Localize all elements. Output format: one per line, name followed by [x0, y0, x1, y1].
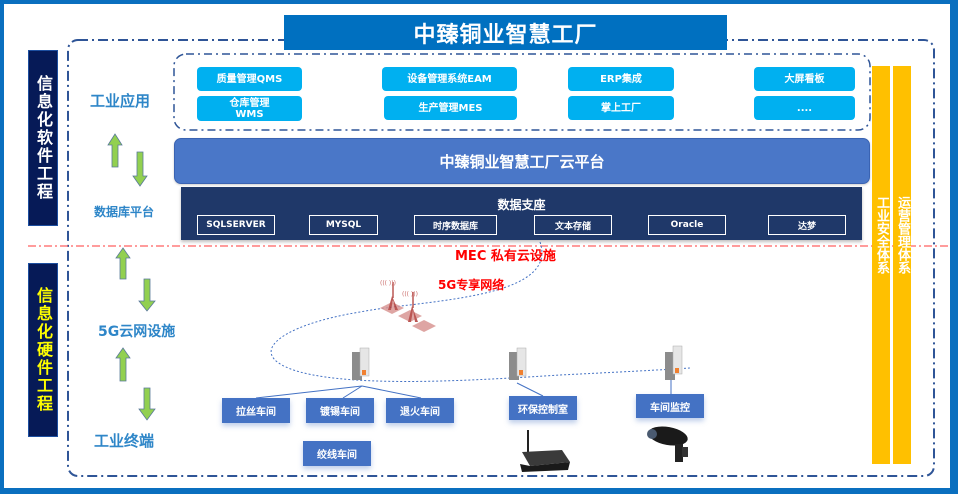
layer-label-5g-network: 5G云网设施: [98, 324, 176, 340]
workshop-stranding: 绞线车间: [303, 441, 371, 466]
app-qms-button[interactable]: 质量管理QMS: [197, 67, 302, 91]
db-item-tsdb: 时序数据库: [414, 215, 497, 235]
pillar-security-text: 工业安全体系: [874, 196, 889, 274]
db-item-oracle: Oracle: [648, 215, 726, 235]
app-erp-button[interactable]: ERP集成: [568, 67, 674, 91]
pillar-industrial-security: 工业安全体系: [872, 66, 890, 464]
db-item-dameng: 达梦: [768, 215, 846, 235]
5g-network-label: 5G专享网络: [438, 278, 505, 292]
pillar-operations-management: 运营管理体系: [893, 66, 911, 464]
app-wms-button[interactable]: 仓库管理 WMS: [197, 96, 302, 121]
side-label-hardware: 信息化硬件工程: [28, 263, 58, 437]
data-foundation-panel: 数据支座 SQLSERVER MYSQL 时序数据库 文本存储 Oracle 达…: [181, 187, 862, 240]
app-eam-button[interactable]: 设备管理系统EAM: [382, 67, 517, 91]
side-label-software: 信息化软件工程: [28, 50, 58, 226]
cloud-platform-bar: 中臻铜业智慧工厂云平台: [174, 138, 870, 184]
layer-label-industrial-terminal: 工业终端: [94, 432, 155, 450]
workshop-tinning: 镀锡车间: [306, 398, 374, 423]
app-mobile-factory-button[interactable]: 掌上工厂: [568, 96, 674, 120]
app-dashboard-button[interactable]: 大屏看板: [754, 67, 855, 91]
layer-label-industrial-apps: 工业应用: [90, 92, 151, 110]
page-title: 中臻铜业智慧工厂: [284, 15, 727, 50]
workshop-env-control: 环保控制室: [509, 396, 577, 420]
workshop-monitoring: 车间监控: [636, 394, 704, 418]
workshop-drawing: 拉丝车间: [222, 398, 290, 423]
side-label-hardware-text: 信息化硬件工程: [34, 287, 53, 413]
data-foundation-title: 数据支座: [497, 198, 546, 212]
side-label-software-text: 信息化软件工程: [34, 75, 53, 201]
db-item-sqlserver: SQLSERVER: [197, 215, 275, 235]
app-more-button[interactable]: ....: [754, 96, 855, 120]
workshop-annealing: 退火车间: [386, 398, 454, 423]
layer-label-database-platform: 数据库平台: [94, 205, 155, 219]
app-mes-button[interactable]: 生产管理MES: [384, 96, 517, 120]
pillar-operations-text: 运营管理体系: [895, 196, 910, 274]
mec-label: MEC 私有云设施: [455, 249, 556, 264]
db-item-text-storage: 文本存储: [534, 215, 612, 235]
db-item-mysql: MYSQL: [309, 215, 378, 235]
